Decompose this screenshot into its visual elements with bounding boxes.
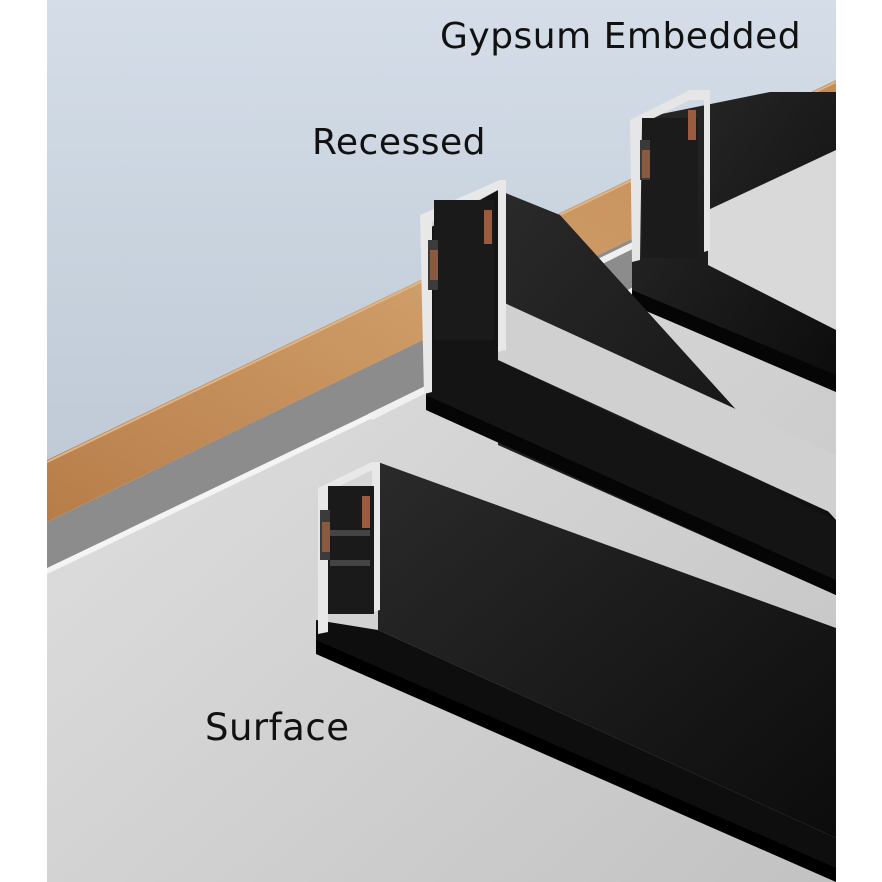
gypsum-embedded-track [630, 90, 836, 392]
surface-track [316, 462, 836, 882]
label-recessed: Recessed [312, 122, 486, 163]
label-surface: Surface [205, 706, 350, 749]
label-gypsum-embedded: Gypsum Embedded [440, 16, 802, 57]
recessed-track [420, 180, 836, 595]
